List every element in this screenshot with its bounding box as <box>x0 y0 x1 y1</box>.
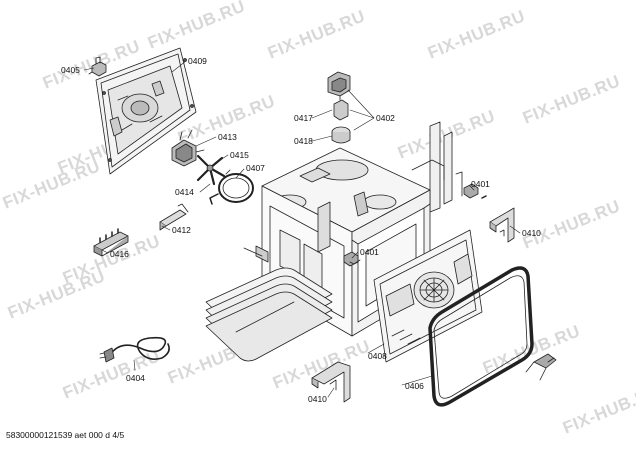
part-label-0406: 0406 <box>405 381 424 391</box>
part-0413-fan-motor <box>171 129 205 167</box>
part-label-0418: 0418 <box>294 136 313 146</box>
part-label-0416: 0416 <box>110 249 129 259</box>
part-label-0401-lower: 0401 <box>360 247 379 257</box>
part-label-0401-upper: 0401 <box>471 179 490 189</box>
part-0407-heating-element <box>209 169 254 205</box>
part-0416-terminal-block <box>93 228 129 257</box>
part-0412-bracket <box>159 203 189 231</box>
part-0405-clip <box>88 56 107 77</box>
part-label-0415: 0415 <box>230 150 249 160</box>
part-label-0414: 0414 <box>175 187 194 197</box>
part-0409-rear-panel <box>95 47 197 175</box>
part-label-0412: 0412 <box>172 225 191 235</box>
part-label-0402: 0402 <box>376 113 395 123</box>
part-0408-door-panel <box>373 229 483 363</box>
part-label-0408: 0408 <box>368 351 387 361</box>
part-label-0410-right: 0410 <box>522 228 541 238</box>
part-label-0405: 0405 <box>61 65 80 75</box>
part-0404-power-cable <box>99 336 170 363</box>
part-label-0410-bottom: 0410 <box>308 394 327 404</box>
part-label-0413: 0413 <box>218 132 237 142</box>
part-label-0409: 0409 <box>188 56 207 66</box>
part-label-0404: 0404 <box>126 373 145 383</box>
part-0410-brackets <box>311 207 515 403</box>
leader-lines <box>83 60 521 398</box>
part-hinge-clip <box>525 353 557 381</box>
oven-housing <box>243 121 463 337</box>
part-0406-door-seal <box>428 266 534 407</box>
oven-bottom-trays <box>205 267 333 362</box>
part-0417-knob-parts <box>327 71 351 144</box>
part-label-0407: 0407 <box>246 163 265 173</box>
diagram-footer-code: 58300000121539 aet 000 d 4/5 <box>6 430 125 440</box>
part-label-0417: 0417 <box>294 113 313 123</box>
